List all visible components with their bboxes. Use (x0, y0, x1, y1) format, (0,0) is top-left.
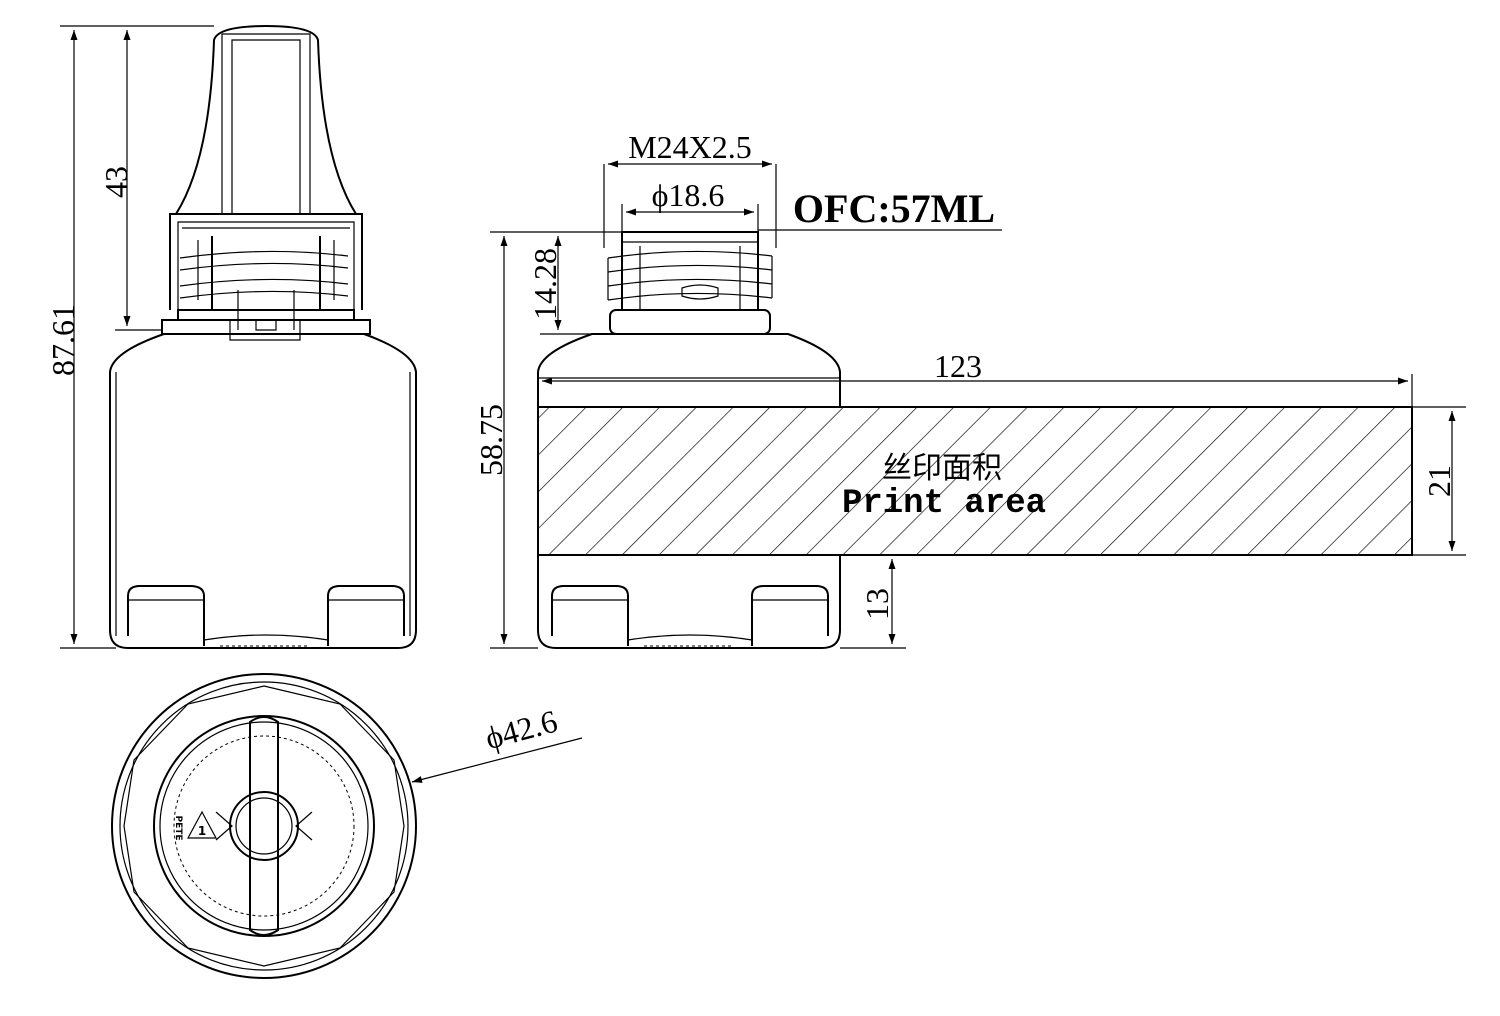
overall-height-label: 87.61 (45, 304, 81, 376)
middle-dimensions: M24X2.5 ϕ18.6 OFC:57ML 58.75 14.28 123 2… (473, 129, 1466, 649)
recycle-number: 1 (198, 824, 206, 838)
bottom-view: 1 PETE (111, 673, 417, 979)
neck-height-label: 14.28 (527, 248, 563, 320)
print-length-label: 123 (934, 348, 982, 384)
body-diameter-leader (411, 737, 583, 783)
left-dimensions: 87.61 43 (45, 25, 214, 649)
side-view-print-area: 丝印面积 Print area (537, 231, 1413, 649)
side-view-with-cap (109, 24, 417, 649)
neck-diameter-label: ϕ18.6 (652, 177, 725, 213)
recycle-text: PETE (173, 815, 183, 840)
print-area-label-en: Print area (842, 485, 1046, 523)
print-area-band (537, 406, 1413, 556)
recycle-triangle-icon: 1 (186, 810, 218, 839)
print-area-label-cn: 丝印面积 (882, 451, 1002, 486)
print-height-label: 21 (1421, 465, 1457, 497)
body-diameter-label: ϕ42.6 (481, 703, 561, 757)
capacity-label: OFC:57ML (793, 186, 995, 231)
print-offset-label: 13 (859, 588, 895, 620)
bottom-dimensions: ϕ42.6 (411, 703, 583, 783)
cap-height-label: 43 (98, 166, 134, 198)
bottle-height-label: 58.75 (473, 404, 509, 476)
thread-label: M24X2.5 (628, 129, 752, 165)
